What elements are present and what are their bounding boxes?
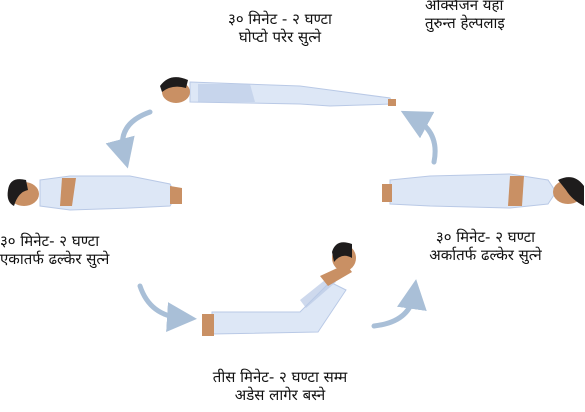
prone-figure <box>160 77 396 106</box>
arrow-top-to-left <box>122 112 150 154</box>
arrow-left-to-bottom <box>140 286 182 318</box>
sitting-figure <box>202 242 356 336</box>
right-side-figure <box>382 174 584 208</box>
cycle-arrows <box>122 112 435 326</box>
arrow-bottom-to-right <box>374 294 414 326</box>
left-side-figure <box>8 176 182 210</box>
arrow-right-to-top <box>414 118 435 162</box>
